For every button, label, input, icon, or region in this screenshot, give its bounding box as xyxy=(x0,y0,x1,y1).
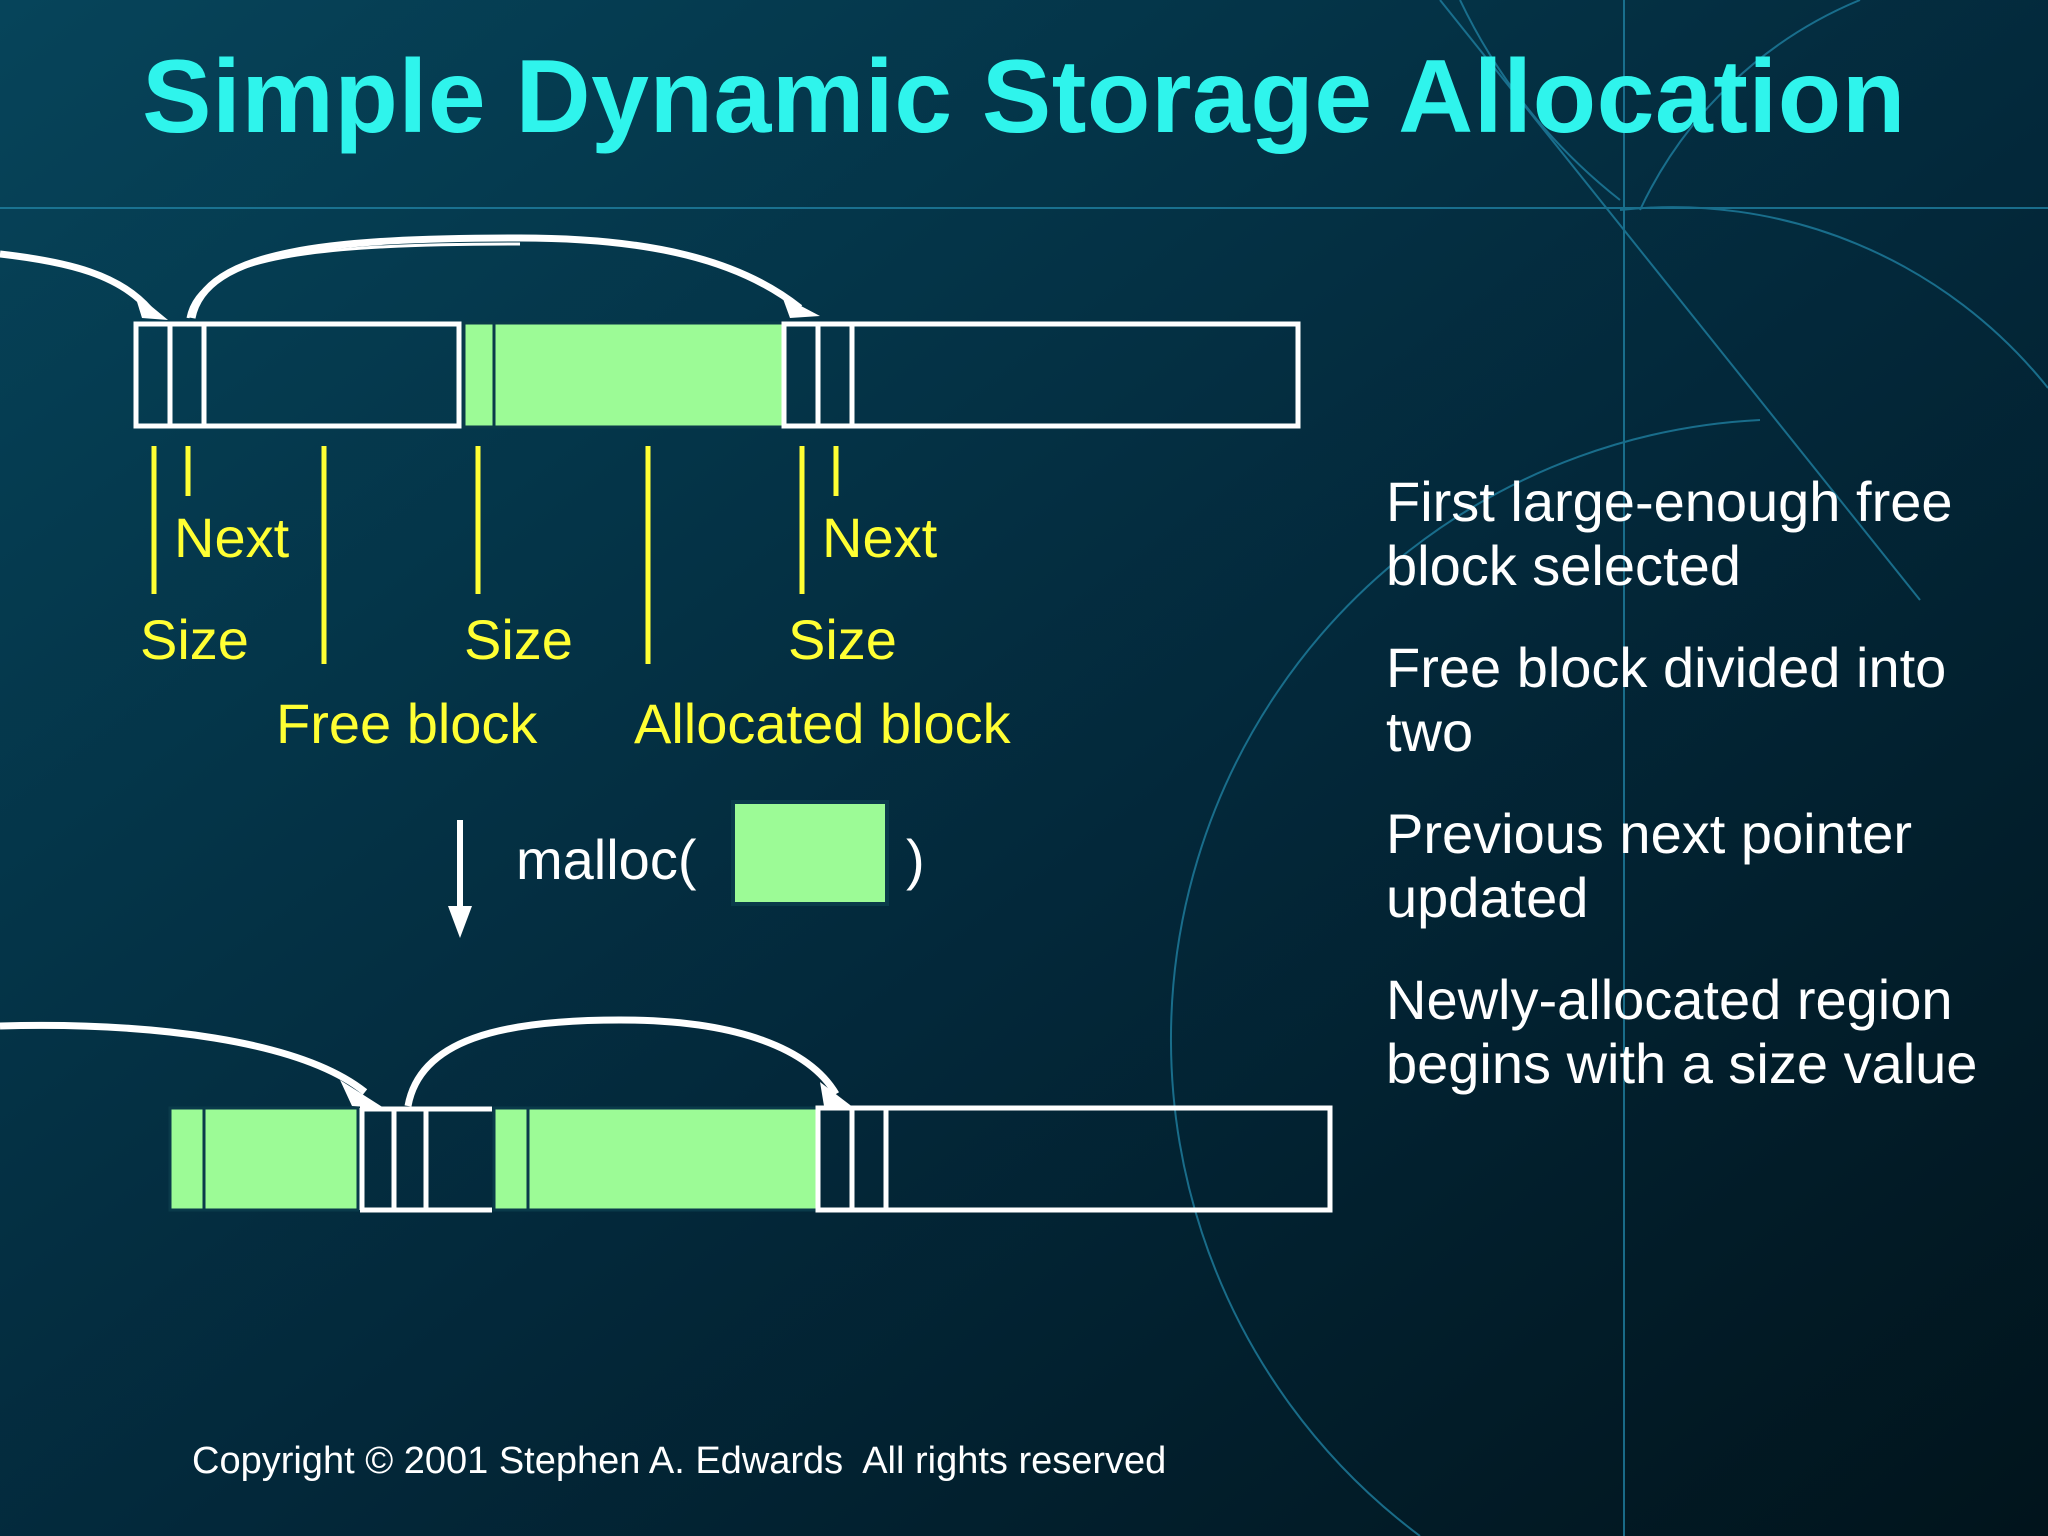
top-pointer-arrows xyxy=(0,234,820,320)
explanation-item: First large-enough free block selected xyxy=(1386,470,1953,597)
malloc-close-paren: ) xyxy=(906,828,925,891)
allocated-block-top xyxy=(462,321,786,429)
size-label-2: Size xyxy=(464,608,573,671)
slide-title: Simple Dynamic Storage Allocation xyxy=(142,39,1906,155)
next-label-2: Next xyxy=(822,506,938,569)
explanation-list: First large-enough free block selected F… xyxy=(1386,470,2026,1134)
bottom-memory-bar xyxy=(168,1105,1333,1213)
free-block-top xyxy=(133,321,462,429)
malloc-size-box xyxy=(731,800,889,906)
free-block-label: Free block xyxy=(276,692,538,755)
malloc-arrow xyxy=(448,820,472,938)
size-label-3: Size xyxy=(788,608,897,671)
allocated-block-bottom xyxy=(492,1106,820,1212)
malloc-call-label: malloc( xyxy=(516,828,697,891)
explanation-item: Previous next pointer updated xyxy=(1386,802,1913,929)
top-memory-bar xyxy=(133,321,1301,429)
size-label-1: Size xyxy=(140,608,249,671)
field-markers xyxy=(151,446,839,664)
next-label-1: Next xyxy=(174,506,290,569)
free-block-right-top xyxy=(781,321,1301,429)
explanation-item: Free block divided into two xyxy=(1386,636,1947,763)
bottom-pointer-arrows xyxy=(0,1016,854,1108)
new-allocated-block xyxy=(168,1106,360,1212)
copyright-footer: Copyright © 2001 Stephen A. Edwards All … xyxy=(192,1440,1167,1482)
explanation-item: Newly-allocated region begins with a siz… xyxy=(1386,968,1978,1095)
allocated-block-label: Allocated block xyxy=(634,692,1011,755)
free-block-right-bottom xyxy=(815,1105,1333,1213)
